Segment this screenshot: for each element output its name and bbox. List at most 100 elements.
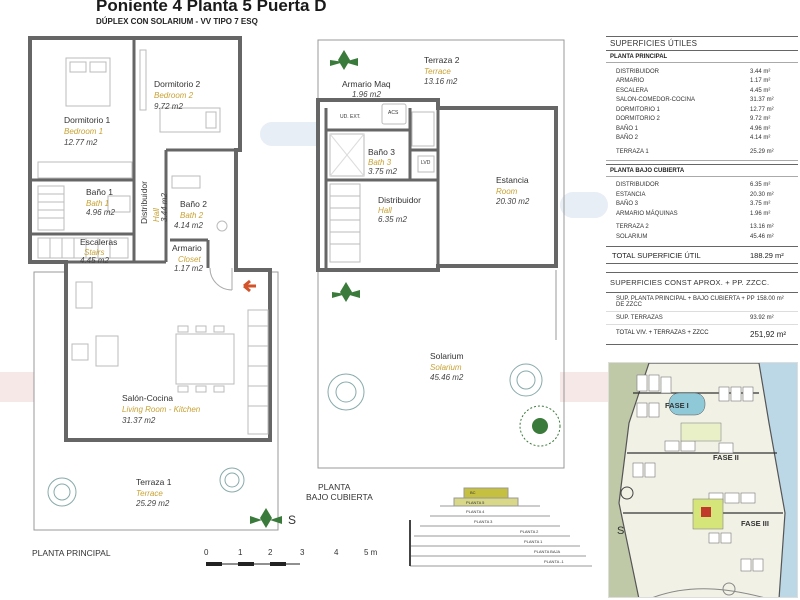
plan-label: PLANTA bbox=[318, 482, 351, 492]
scale-bar bbox=[206, 562, 300, 566]
room-name-en: Terrace bbox=[136, 489, 163, 498]
fase-label: FASE I bbox=[665, 401, 689, 410]
section-label: PLANTA -1 bbox=[544, 559, 564, 564]
scale-tick: 2 bbox=[268, 548, 273, 557]
table-row: TERRAZA 1 25.29 m² bbox=[616, 148, 774, 155]
room-area: 25.29 m2 bbox=[136, 499, 170, 508]
attic-walls bbox=[316, 98, 558, 272]
fixture-label: LVD bbox=[421, 160, 431, 166]
sofa bbox=[95, 335, 119, 367]
room-name: Terraza 2 bbox=[424, 55, 460, 65]
room-name: Distribuidor bbox=[139, 181, 149, 224]
room-name: Baño 3 bbox=[368, 147, 395, 157]
fixture-label: UD. EXT. bbox=[340, 114, 361, 120]
water-heater bbox=[381, 103, 407, 125]
table-row: SUP. PLANTA PRINCIPAL + BAJO CUBIERTA + … bbox=[606, 293, 798, 312]
room-name: Salón-Cocina bbox=[122, 393, 174, 403]
room-name: Solarium bbox=[430, 351, 464, 361]
planta-principal-plan: Dormitorio 1 Bedroom 1 12.77 m2 Dormitor… bbox=[0, 0, 304, 600]
room-name: Escaleras bbox=[80, 237, 118, 247]
tree-icon bbox=[327, 373, 365, 411]
toilet bbox=[216, 220, 228, 232]
room-name-en: Bath 1 bbox=[86, 199, 110, 208]
entrance-arrow bbox=[243, 279, 256, 293]
table-total: TOTAL SUPERFICIE ÚTIL 188.29 m² bbox=[606, 245, 798, 264]
page-subtitle: DÚPLEX CON SOLARIUM - VV TIPO 7 ESQ bbox=[96, 17, 258, 26]
room-area: 4.45 m2 bbox=[80, 256, 109, 265]
room-name: Dormitorio 2 bbox=[154, 79, 201, 89]
room-name-en: Terrace bbox=[424, 67, 451, 76]
room-name-en: Bath 3 bbox=[368, 158, 392, 167]
plant-icon bbox=[250, 508, 282, 528]
closet bbox=[139, 49, 147, 111]
section-label: PLANTA 2 bbox=[520, 529, 539, 534]
room-area: 31.37 m2 bbox=[122, 416, 156, 425]
fixture-label: ACS bbox=[388, 110, 399, 116]
background-band bbox=[560, 192, 608, 218]
section-label: BC bbox=[470, 490, 476, 495]
table-total: TOTAL VIV. + TERRAZAS + ZZCC 251,92 m² bbox=[606, 325, 798, 345]
bookshelf bbox=[411, 111, 435, 147]
room-name: Distribuidor bbox=[378, 195, 421, 205]
plant-icon bbox=[332, 282, 360, 302]
scale-tick: 5 m bbox=[364, 548, 378, 557]
const-rows: SUP. PLANTA PRINCIPAL + BAJO CUBIERTA + … bbox=[606, 293, 798, 325]
plant-icon bbox=[330, 50, 358, 70]
room-area: 1.17 m2 bbox=[174, 264, 203, 273]
room-name-en: Stairs bbox=[84, 248, 105, 257]
table-title: SUPERFICIES ÚTILES bbox=[606, 37, 798, 51]
room-name-en: Bedroom 1 bbox=[64, 127, 104, 136]
room-name: Baño 2 bbox=[180, 199, 207, 209]
planta-principal-drawing bbox=[28, 36, 300, 566]
room-name-en: Solarium bbox=[430, 363, 462, 372]
scale-tick: 4 bbox=[334, 548, 339, 557]
room-area: 3.75 m2 bbox=[368, 167, 397, 176]
site-map-drawing bbox=[609, 363, 797, 597]
site-map: FASE I FASE II FASE III S bbox=[608, 362, 798, 598]
room-area: 13.16 m2 bbox=[424, 77, 458, 86]
room-area: 3.44 m2 bbox=[160, 193, 169, 222]
fase-label: FASE III bbox=[741, 519, 769, 528]
table-title: SUPERFICIES CONST APROX. + PP. ZZCC. bbox=[606, 271, 798, 293]
tree-icon bbox=[219, 467, 245, 493]
room-name-en: Bath 2 bbox=[180, 211, 204, 220]
room-name: Dormitorio 1 bbox=[64, 115, 111, 125]
tree-icon bbox=[509, 363, 543, 397]
plan-label: BAJO CUBIERTA bbox=[306, 492, 373, 502]
room-name-en: Closet bbox=[178, 255, 201, 264]
section-label: PLANTA 4 bbox=[466, 509, 485, 514]
plan-label: PLANTA PRINCIPAL bbox=[32, 548, 111, 558]
room-area: 45.46 m2 bbox=[430, 373, 464, 382]
section-label: PLANTA 5 bbox=[466, 500, 485, 505]
closet bbox=[37, 161, 133, 179]
background-band bbox=[560, 372, 608, 402]
scale-tick: 3 bbox=[300, 548, 305, 557]
section-label: PLANTA 1 bbox=[524, 539, 543, 544]
room-area: 4.14 m2 bbox=[174, 221, 203, 230]
room-name-en: Room bbox=[496, 187, 518, 196]
tree-icon bbox=[519, 405, 561, 447]
room-area: 4.96 m2 bbox=[86, 208, 115, 217]
room-area: 20.30 m2 bbox=[496, 197, 530, 206]
section-label: PLANTA 3 bbox=[474, 519, 493, 524]
room-area: 12.77 m2 bbox=[64, 138, 98, 147]
stairs bbox=[37, 185, 129, 259]
room-name-en: Bedroom 2 bbox=[154, 91, 194, 100]
table-section-title: PLANTA PRINCIPAL bbox=[606, 51, 798, 63]
room-name: Armario bbox=[172, 243, 202, 253]
